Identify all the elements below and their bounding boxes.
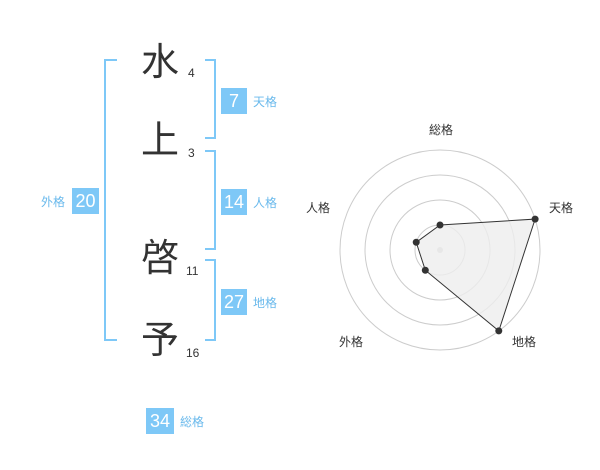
tenkaku-label: 天格 [253, 95, 278, 109]
name-char-3: 啓 [140, 236, 179, 280]
radar-label-chikaku: 地格 [511, 335, 536, 349]
radar-point-chikaku [495, 327, 503, 335]
name-char-1: 水 [140, 40, 179, 84]
radar-label-tenkaku: 天格 [548, 201, 573, 215]
gaikaku-badge: 20 [72, 188, 99, 214]
jinkaku-label: 人格 [253, 196, 278, 210]
radar-chart [339, 149, 541, 351]
soukaku-label: 総格 [180, 415, 205, 429]
radar-label-soukaku: 総格 [428, 123, 453, 137]
stroke-count-1: 4 [188, 66, 195, 80]
stroke-count-2: 3 [188, 146, 195, 160]
tenkaku-bracket [205, 59, 216, 139]
radar-point-jinkaku [412, 238, 420, 246]
jinkaku-badge: 14 [221, 189, 247, 215]
radar-polygon [415, 218, 536, 332]
radar-label-gaikaku: 外格 [338, 335, 363, 349]
name-char-4: 予 [140, 318, 179, 362]
tenkaku-badge: 7 [221, 88, 247, 114]
gaikaku-bracket [104, 59, 117, 341]
soukaku-badge: 34 [146, 408, 174, 434]
radar-point-gaikaku [421, 266, 429, 274]
chikaku-bracket [205, 259, 216, 341]
name-char-2: 上 [140, 118, 179, 162]
gaikaku-label: 外格 [41, 195, 66, 209]
stroke-count-3: 11 [186, 264, 199, 278]
radar-point-soukaku [436, 221, 444, 229]
radar-point-tenkaku [531, 215, 539, 223]
radar-ring-4 [339, 149, 541, 351]
chikaku-label: 地格 [253, 296, 278, 310]
chikaku-badge: 27 [221, 289, 247, 315]
jinkaku-bracket [205, 150, 216, 250]
radar-label-jinkaku: 人格 [305, 201, 330, 215]
stroke-count-4: 16 [186, 346, 200, 360]
